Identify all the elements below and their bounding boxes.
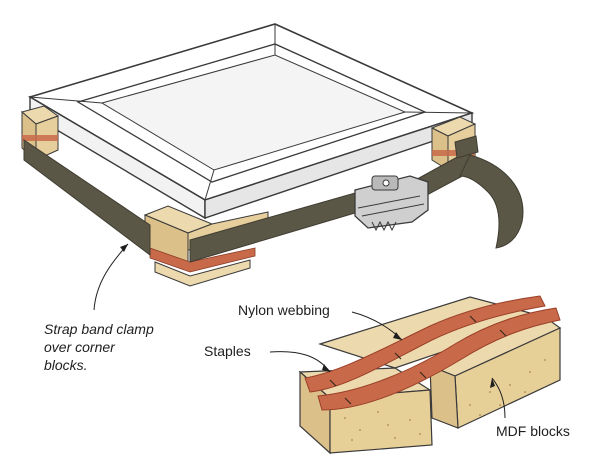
- clamp-caption: Strap band clamp over corner blocks.: [44, 320, 154, 374]
- strap-band: [23, 135, 524, 263]
- miter-line: [204, 169, 215, 201]
- corner-block-left: [20, 105, 60, 162]
- ratchet-buckle: [354, 175, 429, 232]
- label-staples: Staples: [204, 343, 251, 359]
- detail-corner-block: [298, 295, 562, 455]
- picture-frame: [28, 23, 475, 220]
- strap-back-segment: [454, 135, 479, 159]
- caption-line-3: blocks.: [44, 357, 88, 373]
- blocks-arrowhead: [490, 378, 495, 388]
- mdf-block-right-side: [429, 365, 459, 429]
- mdf-texture: [344, 359, 546, 441]
- label-mdf-blocks: MDF blocks: [496, 423, 570, 439]
- staples: [329, 315, 507, 405]
- nylon-webbing-strip-1: [304, 295, 546, 393]
- caption-leader: [93, 243, 129, 311]
- nylon-webbing-strip-2: [317, 307, 561, 411]
- staples-arrowhead: [322, 364, 330, 372]
- webbing-arrowhead: [393, 332, 402, 340]
- label-nylon-webbing: Nylon webbing: [238, 302, 330, 318]
- miter-line: [404, 111, 473, 114]
- caption-line-1: Strap band clamp: [44, 321, 154, 337]
- miter-line: [29, 96, 103, 104]
- blocks-leader: [491, 377, 506, 419]
- strap-loose-tail: [459, 154, 524, 249]
- strap-left-segment: [23, 139, 151, 257]
- caption-line-2: over corner: [44, 339, 115, 355]
- staples-leader: [269, 351, 331, 373]
